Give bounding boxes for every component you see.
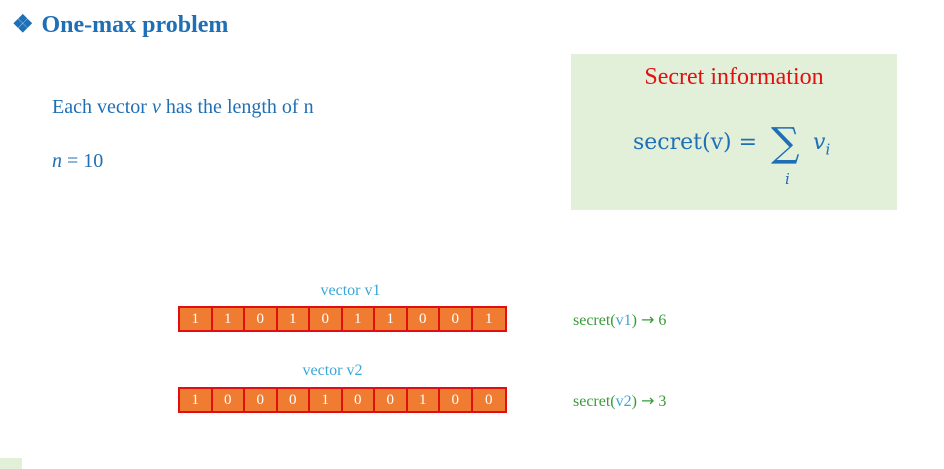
vector-cell: 1 bbox=[407, 389, 440, 411]
vector-cell: 1 bbox=[310, 389, 343, 411]
vector-cell: 1 bbox=[277, 308, 310, 330]
corner-decoration bbox=[0, 458, 22, 469]
formula-lhs: secret(v) = bbox=[633, 130, 758, 155]
slide-title: ❖ One-max problem bbox=[12, 10, 228, 39]
arrow-right-icon: → bbox=[640, 391, 655, 410]
vector-cell: 0 bbox=[212, 389, 245, 411]
vector-v1-label: vector v1 bbox=[320, 282, 381, 299]
vector-cell: 0 bbox=[342, 389, 375, 411]
vector-cell: 0 bbox=[407, 308, 440, 330]
n-value-statement: n = 10 bbox=[52, 150, 104, 172]
diamond-bullet-icon: ❖ bbox=[12, 12, 34, 38]
vector-cell: 0 bbox=[245, 308, 278, 330]
slide-title-text: One-max problem bbox=[41, 12, 229, 38]
vector-cell: 1 bbox=[342, 308, 375, 330]
sum-index: i bbox=[785, 170, 790, 188]
secret-information-box: Secret information secret(v) = ∑ i vi bbox=[571, 54, 897, 210]
vector-cell: 0 bbox=[375, 389, 408, 411]
vector-cell: 1 bbox=[212, 308, 245, 330]
vector-cell: 0 bbox=[277, 389, 310, 411]
vector-cell: 0 bbox=[310, 308, 343, 330]
vector-cell: 0 bbox=[440, 308, 473, 330]
vector-cell: 1 bbox=[180, 389, 213, 411]
vector-cell: 0 bbox=[440, 389, 473, 411]
vector-cell: 1 bbox=[375, 308, 408, 330]
sigma-symbol: ∑ bbox=[771, 120, 800, 166]
vector-cell: 1 bbox=[180, 308, 213, 330]
vector-v2-label: vector v2 bbox=[302, 362, 363, 379]
vector-length-description: Each vector v has the length of n bbox=[52, 96, 314, 118]
arrow-right-icon: → bbox=[640, 310, 655, 329]
vector-cell: 1 bbox=[472, 308, 505, 330]
vector-v2-result: secret(v2) → 3 bbox=[573, 391, 667, 410]
vector-v1-result: secret(v1) → 6 bbox=[573, 310, 667, 329]
formula-term: vi bbox=[813, 130, 831, 159]
secret-box-title: Secret information bbox=[644, 64, 824, 90]
vector-cell: 0 bbox=[472, 389, 505, 411]
vector-cell: 0 bbox=[245, 389, 278, 411]
